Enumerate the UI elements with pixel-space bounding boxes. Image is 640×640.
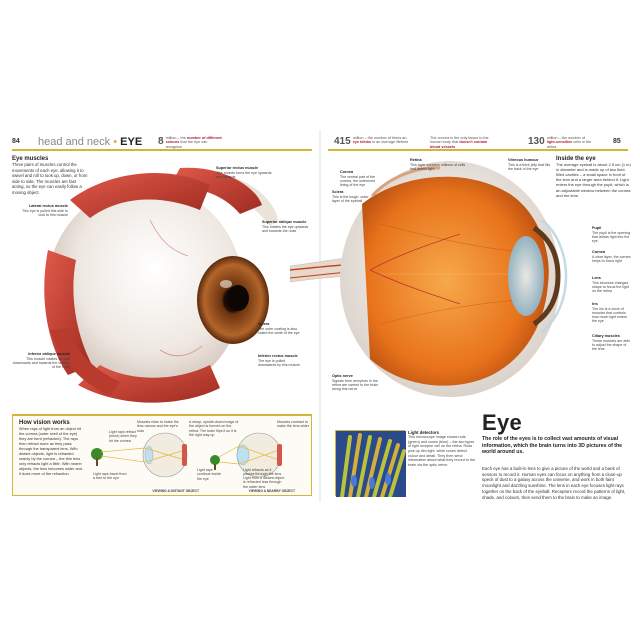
section-title: head and neck • EYE (38, 136, 142, 148)
stat-text: The cornea is the only tissue in the hum… (430, 136, 489, 149)
note-rays-travel: Light rays travel from a tree to the eye (93, 472, 127, 481)
right-page-number: 85 (613, 138, 621, 145)
eye-muscles-block: Eye muscles Three pairs of muscles contr… (12, 156, 88, 195)
eye-cross-section (290, 161, 568, 397)
light-detectors-body: This microscope image shows rods (green)… (408, 435, 476, 467)
light-detectors-image (335, 430, 406, 499)
right-header-rule (328, 149, 628, 151)
stat-text: million – the number of times an eye bli… (352, 136, 409, 145)
gutter (319, 130, 321, 502)
lens-shape (508, 236, 544, 316)
stat-retina: 130 million – the number of light-sensit… (528, 136, 595, 149)
note-sharp-image: A sharp, upside-down image of the object… (189, 420, 239, 437)
how-vision-body: When rays of light from an object hit th… (19, 426, 82, 476)
stat-colours: 8 million – the number of different colo… (158, 136, 224, 149)
inside-eye-block: Inside the eye The average eyeball is ab… (556, 156, 632, 198)
nearby-object-diagram (210, 432, 282, 478)
section-sep: • (113, 136, 118, 148)
stat-cornea: The cornea is the only tissue in the hum… (430, 136, 494, 149)
light-detectors-caption: Light detectors This microscope image sh… (408, 430, 476, 467)
cornea-shape (541, 219, 568, 333)
inferior-rectus-muscle-shape (78, 365, 220, 403)
note-distant-light: Light from a distant object is refracted… (243, 476, 285, 489)
stat-number: 130 (528, 136, 545, 147)
iris-shape (532, 225, 561, 327)
feature-body: Each eye has a built-in lens to give a p… (482, 466, 626, 500)
inside-eye-body: The average eyeball is about 2.5 cm (1 i… (556, 162, 631, 198)
eye-muscles-heading: Eye muscles (12, 156, 49, 162)
feature-title: Eye (482, 410, 523, 435)
note-lens-refract: Light refracts as it passes through the … (243, 468, 282, 477)
stat-number: 8 (158, 136, 164, 147)
how-vision-text: How vision works When rays of light from… (19, 420, 83, 476)
label-distant: VIEWING A DISTANT OBJECT (152, 489, 199, 493)
label-nearby: VIEWING A NEARBY OBJECT (248, 489, 295, 493)
inside-eye-heading: Inside the eye (556, 156, 596, 162)
highlight (220, 280, 232, 288)
stat-blinks: 415 million – the number of times an eye… (334, 136, 411, 147)
section-light: head and neck (38, 136, 111, 148)
how-vision-heading: How vision works (19, 420, 70, 426)
distant-object-diagram (91, 432, 188, 478)
eye-muscles-body: Three pairs of muscles control the movem… (12, 162, 88, 195)
inferior-oblique-muscle-shape (50, 328, 120, 396)
superior-rectus-muscle-shape (70, 173, 210, 218)
left-header-rule (12, 149, 312, 151)
note-muscles-relax: Muscles relax to make the lens narrow an… (137, 420, 179, 433)
note-cornea-refract: Light rays refract (bend) when they hit … (109, 430, 137, 443)
pupil (227, 285, 249, 311)
vision-diagrams (91, 432, 282, 478)
section-bold: EYE (120, 136, 143, 148)
note-muscles-contract: Muscles contract to make the lens wider (277, 420, 309, 429)
rods-cones-micrograph (336, 431, 406, 499)
stat-number: 415 (334, 136, 351, 147)
book-spread: 84 head and neck • EYE 8 million – the n… (0, 130, 640, 502)
external-eye-illustration (44, 167, 278, 403)
vitreous-cavity (362, 176, 549, 386)
note-rays-continue: Light rays continue inside the eye (197, 468, 221, 481)
stat-text: million – the number of light-sensitive … (546, 136, 592, 149)
eyeball (47, 185, 243, 395)
left-page-number: 84 (12, 138, 20, 145)
feature-lead: The role of the eyes is to collect vast … (482, 436, 623, 455)
stat-text: million – the number of different colour… (165, 136, 222, 149)
how-vision-works-box: How vision works When rays of light from… (12, 414, 312, 496)
light-detectors-heading: Light detectors (408, 430, 440, 435)
